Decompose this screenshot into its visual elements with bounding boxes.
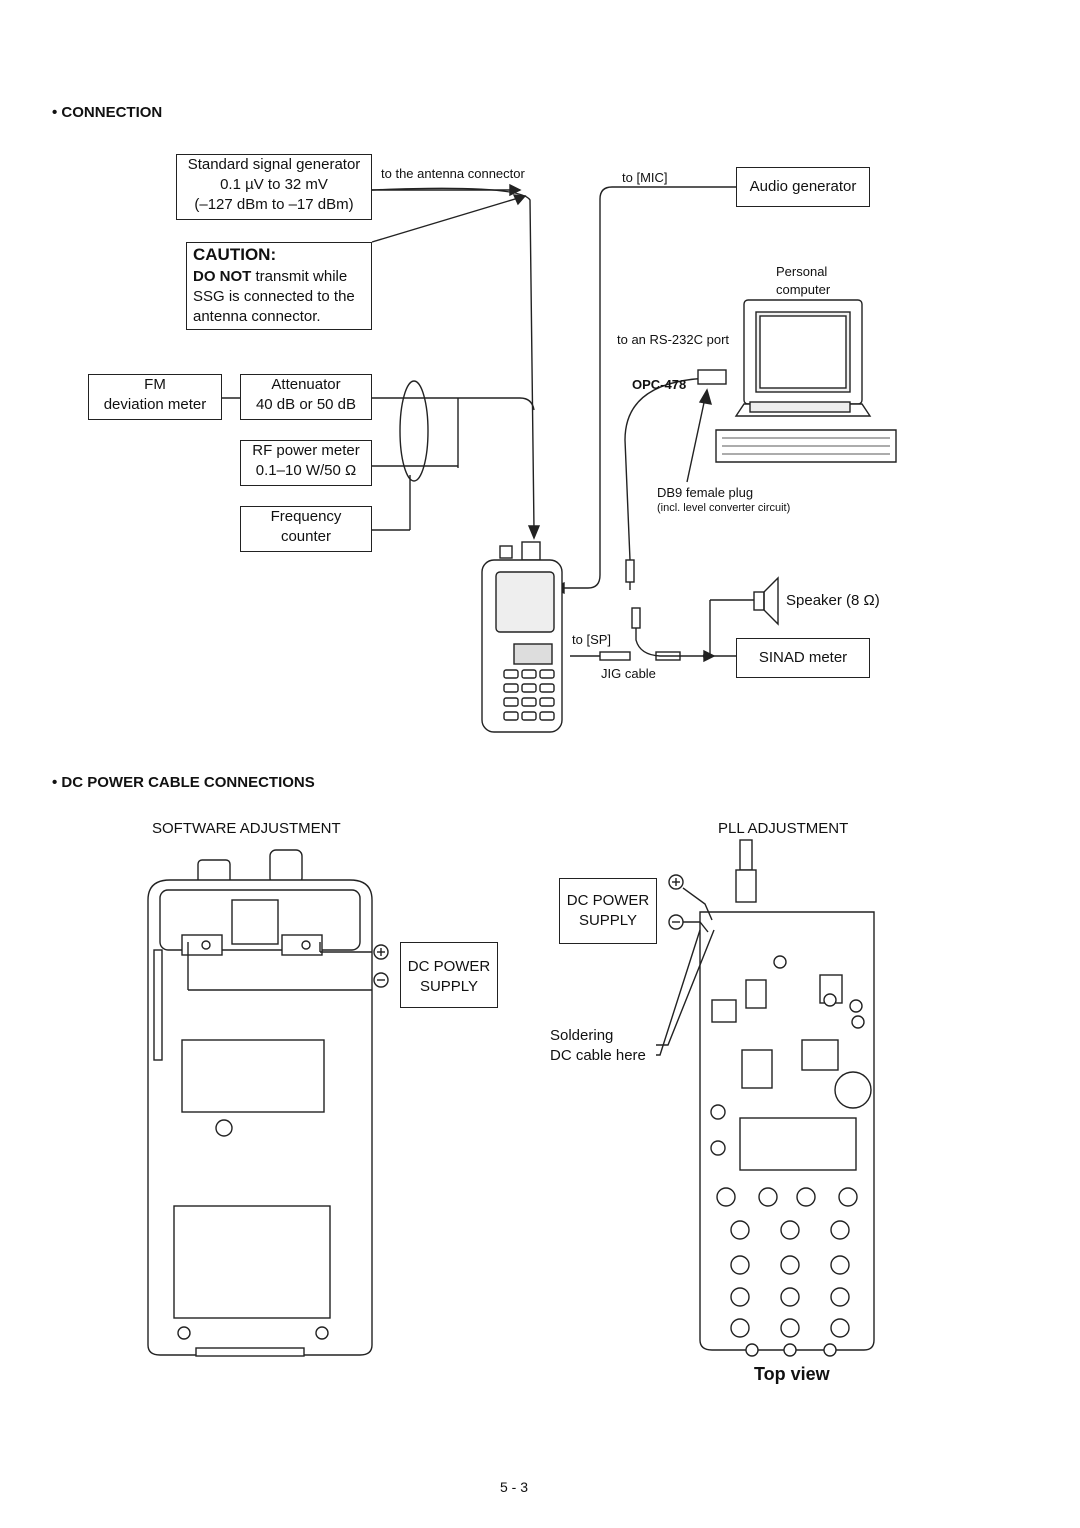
caution-box: CAUTION: DO NOT transmit while SSG is co… xyxy=(186,242,372,330)
frequency-counter-box: Frequency counter xyxy=(240,506,372,552)
speaker-label: Speaker (8 Ω) xyxy=(786,592,880,609)
dc-supply-box-pll: DC POWER SUPPLY xyxy=(559,878,657,944)
db9-note: (incl. level converter circuit) xyxy=(657,502,791,514)
sp-label: to [SP] xyxy=(572,632,612,647)
rf-power-meter-box: RF power meter 0.1–10 W/50 Ω xyxy=(240,440,372,486)
rf-meter-value: 0.1–10 W/50 Ω xyxy=(255,462,357,479)
audio-generator-box: Audio generator xyxy=(736,167,870,207)
caution-title: CAUTION: xyxy=(193,245,277,264)
attenuator-label: Attenuator xyxy=(271,376,341,393)
ssg-box: Standard signal generator 0.1 µV to 32 m… xyxy=(176,154,372,220)
fm-label: FM xyxy=(144,376,166,393)
soldering-label: Soldering xyxy=(550,1027,614,1044)
pll-adjustment-label: PLL ADJUSTMENT xyxy=(718,820,849,837)
rs232-label: to an RS-232C port xyxy=(617,332,730,347)
ssg-label: Standard signal generator xyxy=(187,156,361,173)
mic-label: to [MIC] xyxy=(622,170,668,185)
opc-label: OPC-478 xyxy=(632,377,687,392)
soldering-label: DC cable here xyxy=(550,1047,646,1064)
jig-label: JIG cable xyxy=(601,666,656,681)
caution-text: transmit while xyxy=(251,268,348,285)
dc-power-heading: • DC POWER CABLE CONNECTIONS xyxy=(52,774,315,791)
fm-deviation-meter-box: FM deviation meter xyxy=(88,374,222,420)
supply-label: SUPPLY xyxy=(419,978,479,995)
supply-label: DC POWER xyxy=(407,958,491,975)
sinad-meter-box: SINAD meter xyxy=(736,638,870,678)
counter-label: counter xyxy=(280,528,332,545)
top-view-label: Top view xyxy=(754,1364,830,1384)
ssg-dbm-range: (–127 dBm to –17 dBm) xyxy=(194,196,354,213)
attenuator-box: Attenuator 40 dB or 50 dB xyxy=(240,374,372,420)
computer-icon xyxy=(715,299,897,463)
supply-label: DC POWER xyxy=(566,892,650,909)
knob-icon xyxy=(269,849,303,885)
radio-front-icon xyxy=(481,541,563,733)
caution-bold: DO NOT xyxy=(193,268,252,285)
software-adjustment-label: SOFTWARE ADJUSTMENT xyxy=(152,820,341,837)
antenna-label: to the antenna connector xyxy=(381,166,525,181)
counter-label: Frequency xyxy=(270,508,342,525)
pc-label: Personal xyxy=(776,264,828,279)
caution-text: antenna connector. xyxy=(193,308,321,325)
dc-supply-box-software: DC POWER SUPPLY xyxy=(400,942,498,1008)
connection-heading: • CONNECTION xyxy=(52,104,163,121)
supply-label: SUPPLY xyxy=(578,912,638,929)
caution-text: SSG is connected to the xyxy=(193,288,355,305)
page-number: 5 - 3 xyxy=(500,1479,529,1495)
db9-label: DB9 female plug xyxy=(657,485,754,500)
attenuator-value: 40 dB or 50 dB xyxy=(255,396,357,413)
ssg-range: 0.1 µV to 32 mV xyxy=(220,176,328,193)
pc-label: computer xyxy=(776,282,831,297)
rf-meter-label: RF power meter xyxy=(252,442,360,459)
fm-label: deviation meter xyxy=(103,396,207,413)
